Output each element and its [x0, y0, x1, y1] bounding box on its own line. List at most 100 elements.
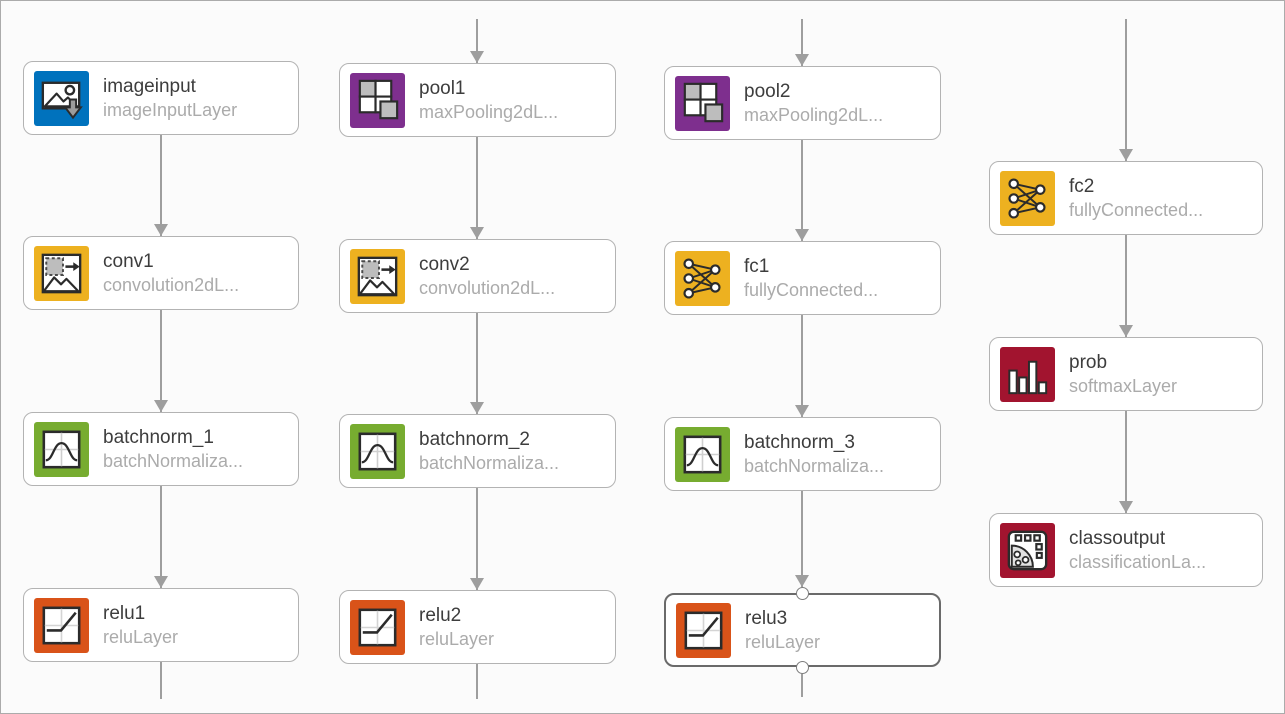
batch-norm-icon — [350, 423, 405, 479]
layer-name: classoutput — [1069, 528, 1166, 549]
layer-name: pool1 — [419, 78, 466, 99]
arrowhead-icon — [795, 229, 809, 241]
layer-type: imageInputLayer — [103, 100, 238, 120]
layer-node-conv2[interactable]: conv2 convolution2dL... — [339, 239, 616, 313]
layer-name: batchnorm_1 — [103, 427, 214, 448]
connection-line[interactable] — [476, 19, 478, 63]
layer-label-group: batchnorm_2 batchNormaliza... — [419, 428, 559, 474]
layer-name: fc2 — [1069, 176, 1095, 197]
batch-norm-icon — [34, 421, 89, 477]
layer-type: maxPooling2dL... — [744, 105, 884, 125]
arrowhead-icon — [154, 576, 168, 588]
layer-type: convolution2dL... — [419, 278, 556, 298]
layer-node-conv1[interactable]: conv1 convolution2dL... — [23, 236, 299, 310]
connection-line[interactable] — [160, 662, 162, 699]
connection-line[interactable] — [801, 674, 803, 697]
fully-connected-icon — [675, 250, 730, 306]
layer-type: fullyConnected... — [1069, 200, 1204, 220]
layer-node-prob[interactable]: prob softmaxLayer — [989, 337, 1263, 411]
connection-line[interactable] — [1125, 19, 1127, 161]
connection-line[interactable] — [160, 310, 162, 412]
layer-type: reluLayer — [745, 632, 821, 652]
relu-icon — [676, 602, 731, 658]
connection-line[interactable] — [476, 137, 478, 239]
layer-node-pool2[interactable]: pool2 maxPooling2dL... — [664, 66, 941, 140]
arrowhead-icon — [795, 405, 809, 417]
layer-node-fc1[interactable]: fc1 fullyConnected... — [664, 241, 941, 315]
connection-line[interactable] — [1125, 411, 1127, 513]
layer-name: relu3 — [745, 608, 788, 629]
connection-line[interactable] — [801, 315, 803, 417]
layer-name: conv2 — [419, 254, 470, 275]
relu-icon — [34, 597, 89, 653]
connection-line[interactable] — [801, 491, 803, 587]
classification-icon — [1000, 522, 1055, 578]
relu-icon — [350, 599, 405, 655]
max-pooling-icon — [350, 72, 405, 128]
layer-label-group: batchnorm_1 batchNormaliza... — [103, 426, 243, 472]
convolution-icon — [34, 245, 89, 301]
connection-line[interactable] — [160, 135, 162, 236]
layer-name: conv1 — [103, 251, 154, 272]
layer-label-group: relu2 reluLayer — [419, 604, 494, 650]
connection-line[interactable] — [801, 19, 803, 66]
layer-label-group: fc2 fullyConnected... — [1069, 175, 1203, 221]
layer-node-batchnorm_2[interactable]: batchnorm_2 batchNormaliza... — [339, 414, 616, 488]
arrowhead-icon — [470, 402, 484, 414]
layer-label-group: pool2 maxPooling2dL... — [744, 80, 883, 126]
layer-label-group: imageinput imageInputLayer — [103, 75, 237, 121]
connection-line[interactable] — [1125, 235, 1127, 337]
layer-node-relu2[interactable]: relu2 reluLayer — [339, 590, 616, 664]
layer-name: relu2 — [419, 605, 462, 626]
connection-line[interactable] — [476, 313, 478, 414]
image-input-icon — [34, 70, 89, 126]
arrowhead-icon — [1119, 325, 1133, 337]
arrowhead-icon — [154, 400, 168, 412]
layer-node-batchnorm_1[interactable]: batchnorm_1 batchNormaliza... — [23, 412, 299, 486]
convolution-icon — [350, 248, 405, 304]
layer-type: batchNormaliza... — [744, 456, 885, 476]
layer-type: softmaxLayer — [1069, 376, 1178, 396]
layer-label-group: prob softmaxLayer — [1069, 351, 1177, 397]
layer-name: relu1 — [103, 603, 146, 624]
arrowhead-icon — [1119, 501, 1133, 513]
connection-port[interactable] — [795, 586, 809, 600]
layer-name: fc1 — [744, 256, 770, 277]
layer-label-group: conv2 convolution2dL... — [419, 253, 555, 299]
layer-label-group: fc1 fullyConnected... — [744, 255, 878, 301]
layer-type: batchNormaliza... — [103, 451, 244, 471]
layer-node-relu3[interactable]: relu3 reluLayer — [664, 593, 941, 667]
arrowhead-icon — [1119, 149, 1133, 161]
connection-line[interactable] — [476, 664, 478, 699]
arrowhead-icon — [470, 227, 484, 239]
layer-type: convolution2dL... — [103, 275, 240, 295]
connection-line[interactable] — [160, 486, 162, 588]
layer-name: pool2 — [744, 81, 791, 102]
max-pooling-icon — [675, 75, 730, 131]
layer-type: fullyConnected... — [744, 280, 879, 300]
layer-node-relu1[interactable]: relu1 reluLayer — [23, 588, 299, 662]
layer-name: batchnorm_2 — [419, 429, 530, 450]
layer-label-group: relu1 reluLayer — [103, 602, 178, 648]
layer-type: reluLayer — [103, 627, 179, 647]
layer-type: batchNormaliza... — [419, 453, 560, 473]
fully-connected-icon — [1000, 170, 1055, 226]
layer-name: prob — [1069, 352, 1108, 373]
connection-line[interactable] — [801, 140, 803, 241]
connection-port[interactable] — [795, 660, 809, 674]
arrowhead-icon — [795, 54, 809, 66]
layer-node-fc2[interactable]: fc2 fullyConnected... — [989, 161, 1263, 235]
layer-name: imageinput — [103, 76, 196, 97]
connection-line[interactable] — [476, 488, 478, 590]
layer-type: reluLayer — [419, 629, 495, 649]
layer-node-imageinput[interactable]: imageinput imageInputLayer — [23, 61, 299, 135]
arrowhead-icon — [470, 578, 484, 590]
arrowhead-icon — [795, 575, 809, 587]
